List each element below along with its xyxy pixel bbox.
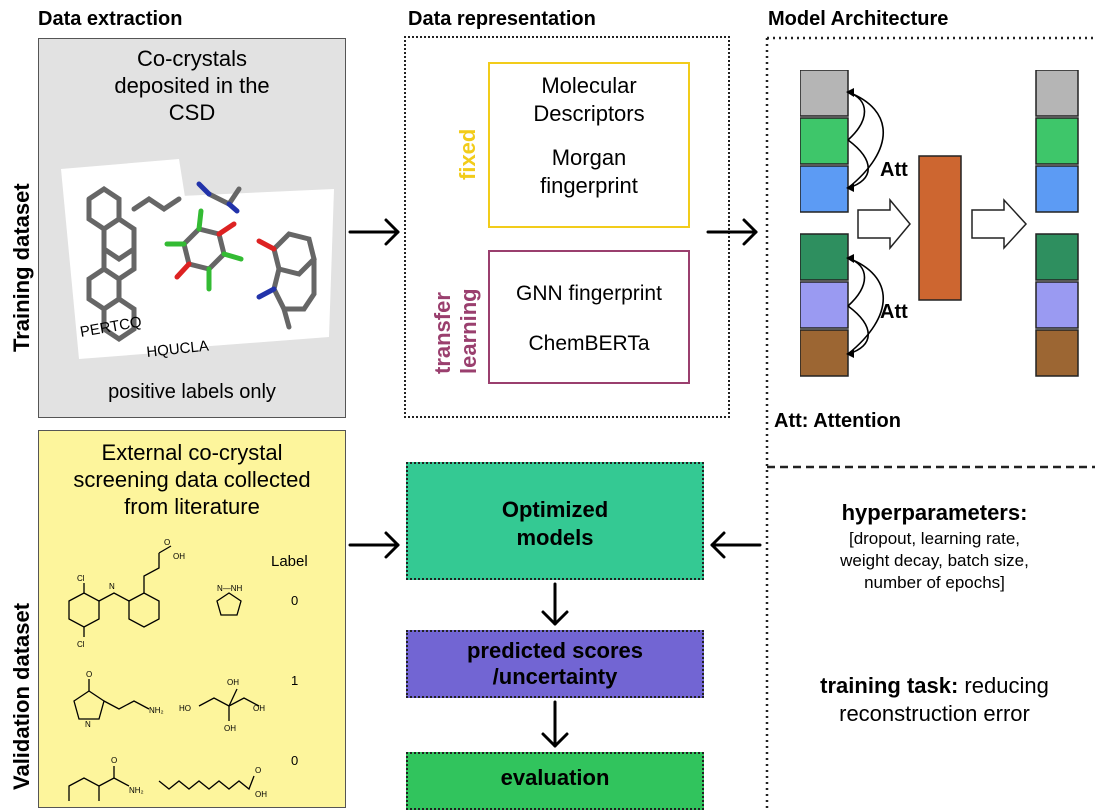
optimized-models-label: Optimized models bbox=[408, 496, 702, 552]
fixed-items: Molecular Descriptors Morgan fingerprint bbox=[490, 72, 688, 200]
transfer-item: ChemBERTa bbox=[528, 332, 650, 355]
training-panel-footer: positive labels only bbox=[108, 381, 276, 403]
label-header: Label bbox=[271, 553, 308, 570]
svg-text:OH: OH bbox=[255, 790, 267, 799]
evaluation-box: evaluation bbox=[406, 752, 704, 810]
optimized-models-box: Optimized models bbox=[406, 462, 704, 580]
fixed-item: fingerprint bbox=[540, 173, 638, 198]
crystal-label-2: HQUCLA bbox=[146, 338, 210, 361]
hyperparameters-block: hyperparameters: [dropout, learning rate… bbox=[770, 500, 1099, 594]
svg-text:HO: HO bbox=[179, 704, 191, 713]
title-line: Co-crystals bbox=[136, 46, 247, 71]
header-data-representation: Data representation bbox=[408, 8, 596, 30]
svg-text:OH: OH bbox=[173, 552, 185, 561]
fixed-item: Morgan bbox=[551, 145, 627, 170]
svg-text:N: N bbox=[109, 582, 115, 591]
title-line: screening data collected bbox=[73, 467, 311, 492]
svg-text:OH: OH bbox=[253, 704, 265, 713]
svg-text:O: O bbox=[86, 670, 92, 679]
optimized-line: models bbox=[516, 525, 594, 550]
validation-panel: External co-crystal screening data colle… bbox=[38, 430, 346, 808]
transfer-item: GNN fingerprint bbox=[516, 282, 662, 305]
title-line: CSD bbox=[168, 100, 216, 125]
svg-text:NH₂: NH₂ bbox=[129, 786, 144, 795]
hyperparameters-list: [dropout, learning rate, weight decay, b… bbox=[770, 528, 1099, 594]
training-task-block: training task: reducing reconstruction e… bbox=[770, 672, 1099, 728]
training-task-text-line2: reconstruction error bbox=[839, 701, 1030, 726]
training-task-title: training task: bbox=[820, 673, 959, 698]
label-value: 0 bbox=[291, 593, 299, 608]
svg-text:Cl: Cl bbox=[77, 640, 85, 649]
svg-text:OH: OH bbox=[227, 678, 239, 687]
title-line: External co-crystal bbox=[101, 440, 283, 465]
hyperparameter-line: [dropout, learning rate, bbox=[848, 529, 1021, 548]
svg-text:O: O bbox=[111, 756, 117, 765]
title-line: from literature bbox=[124, 494, 260, 519]
training-panel-title: Co-crystals deposited in the CSD bbox=[39, 45, 345, 126]
svg-text:O: O bbox=[164, 538, 170, 547]
center-model-block bbox=[918, 155, 962, 301]
svg-text:N: N bbox=[85, 720, 91, 729]
predicted-scores-box: predicted scores /uncertainty bbox=[406, 630, 704, 698]
molecule-drawings: Cl Cl N O OH N—NH O N NH₂ HO OH OH OH O … bbox=[68, 538, 267, 801]
output-block-lavender bbox=[1035, 281, 1079, 329]
label-value: 1 bbox=[291, 673, 299, 688]
training-panel: Co-crystals deposited in the CSD bbox=[38, 38, 346, 418]
transfer-representation-box: GNN fingerprint ChemBERTa bbox=[488, 250, 690, 384]
header-data-extraction: Data extraction bbox=[38, 8, 183, 30]
architecture-frame bbox=[765, 36, 1095, 808]
svg-text:OH: OH bbox=[224, 724, 236, 733]
input-block-green bbox=[800, 117, 849, 165]
svg-text:N—NH: N—NH bbox=[217, 584, 243, 593]
predicted-line: /uncertainty bbox=[492, 664, 618, 689]
title-line: deposited in the bbox=[114, 73, 270, 98]
optimized-line: Optimized bbox=[501, 497, 609, 522]
header-model-architecture: Model Architecture bbox=[768, 8, 949, 30]
hyperparameter-line: weight decay, batch size, bbox=[840, 551, 1029, 570]
training-task-text: reducing bbox=[958, 673, 1049, 698]
hyperparameters-title: hyperparameters: bbox=[841, 500, 1028, 525]
fixed-item: Molecular bbox=[541, 73, 637, 98]
output-block-teal bbox=[1035, 233, 1079, 281]
hollow-arrow-left bbox=[857, 197, 911, 251]
hyperparameter-line: number of epochs] bbox=[864, 573, 1005, 592]
architecture-diagram: Att Att bbox=[800, 70, 1079, 377]
svg-text:O: O bbox=[255, 766, 261, 775]
svg-text:NH₂: NH₂ bbox=[149, 706, 164, 715]
representation-box bbox=[404, 36, 730, 418]
label-value: 0 bbox=[291, 753, 299, 768]
output-block-brown bbox=[1035, 329, 1079, 377]
output-block-blue bbox=[1035, 165, 1079, 213]
fixed-representation-box: Molecular Descriptors Morgan fingerprint bbox=[488, 62, 690, 228]
predicted-line: predicted scores bbox=[466, 638, 644, 663]
output-block-green bbox=[1035, 117, 1079, 165]
att-label-bottom: Att bbox=[880, 301, 908, 323]
fixed-item: Descriptors bbox=[533, 101, 645, 126]
input-block-lavender bbox=[800, 281, 849, 329]
output-block-grey bbox=[1035, 70, 1079, 117]
validation-panel-title: External co-crystal screening data colle… bbox=[39, 439, 345, 520]
predicted-scores-label: predicted scores /uncertainty bbox=[408, 638, 702, 690]
att-label-top: Att bbox=[880, 159, 908, 181]
svg-text:Cl: Cl bbox=[77, 574, 85, 583]
hollow-arrow-right bbox=[971, 198, 1028, 250]
crystal-structure-image: PERTCQ HQUCLA bbox=[61, 159, 334, 361]
attention-legend: Att: Attention bbox=[774, 410, 901, 432]
evaluation-label: evaluation bbox=[500, 765, 610, 790]
